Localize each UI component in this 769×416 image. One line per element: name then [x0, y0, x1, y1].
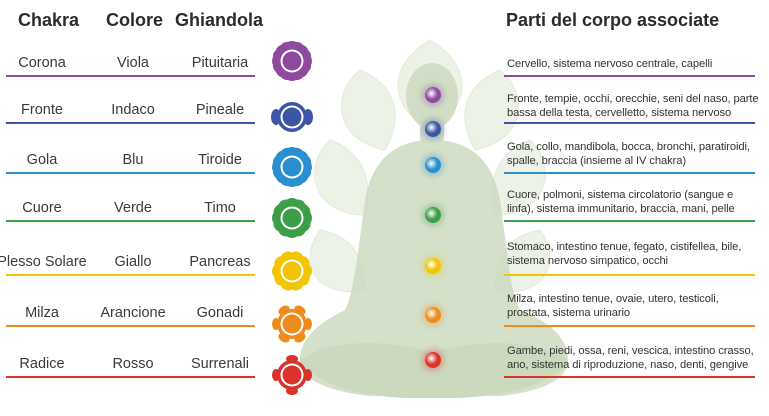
- row-divider-left: [6, 376, 255, 378]
- row-divider-left: [6, 220, 255, 222]
- chakra-name: Corona: [18, 55, 66, 71]
- chakra-name: Radice: [19, 356, 65, 372]
- header-parti-del-corpo: Parti del corpo associate: [506, 10, 720, 30]
- row-divider-left: [6, 75, 255, 77]
- sacral-chakra-icon: [272, 305, 312, 343]
- solar-plexus-chakra-dot: [425, 258, 441, 274]
- parti-associate: Cuore, polmoni, sistema circolatorio (sa…: [507, 189, 735, 215]
- parti-associate: Gambe, piedi, ossa, reni, vescica, intes…: [507, 345, 754, 371]
- chakra-name: Milza: [25, 305, 59, 321]
- row-divider-right: [504, 75, 755, 77]
- heart-chakra-icon: [272, 198, 312, 238]
- header-chakra: Chakra: [18, 10, 80, 30]
- row-divider-right: [504, 122, 755, 124]
- chakra-name: Fronte: [21, 102, 63, 118]
- third-eye-chakra-dot: [425, 121, 441, 137]
- third-eye-chakra-icon: [271, 102, 313, 132]
- header-colore: Colore: [106, 10, 164, 30]
- crown-chakra-icon: [272, 41, 312, 81]
- throat-chakra-dot: [425, 157, 441, 173]
- parti-associate: Stomaco, intestino tenue, fegato, cistif…: [507, 241, 742, 267]
- row-divider-left: [6, 172, 255, 174]
- chakra-ghiandola: Pancreas: [189, 254, 251, 270]
- chakra-colore: Indaco: [111, 102, 155, 118]
- heart-chakra-dot: [425, 207, 441, 223]
- chakra-colore: Arancione: [100, 305, 166, 321]
- chakra-ghiandola: Timo: [204, 200, 236, 216]
- row-divider-left: [6, 274, 255, 276]
- sacral-chakra-dot: [425, 307, 441, 323]
- chakra-name: Cuore: [22, 200, 62, 216]
- parti-associate: Fronte, tempie, occhi, orecchie, seni de…: [507, 93, 759, 119]
- row-divider-right: [504, 274, 755, 276]
- row-divider-right: [504, 325, 755, 327]
- chakra-colore: Viola: [117, 55, 149, 71]
- chakra-name: Gola: [26, 152, 58, 168]
- crown-chakra-dot: [425, 87, 441, 103]
- chakra-ghiandola: Pituitaria: [191, 55, 249, 71]
- solar-plexus-chakra-icon: [272, 251, 312, 291]
- parti-associate: Gola, collo, mandibola, bocca, bronchi, …: [507, 141, 750, 167]
- row-divider-right: [504, 172, 755, 174]
- chakra-colore: Giallo: [114, 254, 152, 270]
- root-chakra-icon: [272, 355, 312, 395]
- row-divider-left: [6, 122, 255, 124]
- chakra-ghiandola: Pineale: [195, 102, 245, 118]
- row-divider-right: [504, 220, 755, 222]
- header-ghiandola: Ghiandola: [175, 10, 264, 30]
- root-chakra-dot: [425, 352, 441, 368]
- chakra-colore: Rosso: [112, 356, 154, 372]
- row-divider-right: [504, 376, 755, 378]
- throat-chakra-icon: [272, 147, 312, 187]
- row-divider-left: [6, 325, 255, 327]
- chakra-ghiandola: Gonadi: [196, 305, 244, 321]
- chakra-colore: Blu: [122, 152, 144, 168]
- chakra-colore: Verde: [114, 200, 152, 216]
- parti-associate: Cervello, sistema nervoso centrale, cape…: [507, 58, 713, 70]
- parti-associate: Milza, intestino tenue, ovaie, utero, te…: [507, 293, 719, 319]
- chakra-name: Plesso Solare: [0, 254, 87, 270]
- chakra-ghiandola: Surrenali: [190, 356, 250, 372]
- chakra-ghiandola: Tiroide: [198, 152, 242, 168]
